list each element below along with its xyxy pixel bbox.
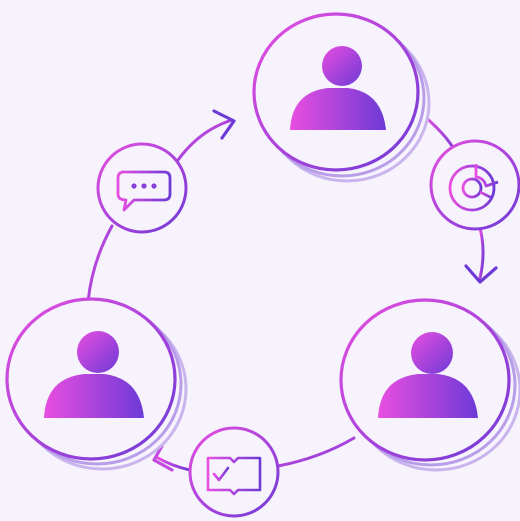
open-book-checklist-icon <box>206 456 262 496</box>
path-pie-to-right <box>478 226 485 280</box>
book-node <box>188 426 280 518</box>
user-icon <box>378 332 478 418</box>
path-left-to-chat <box>86 224 114 304</box>
pie-node <box>429 139 520 231</box>
chat-node <box>96 142 188 234</box>
arrow-to-top-person <box>212 109 236 140</box>
path-right-to-book <box>276 436 356 468</box>
path-chat-to-top <box>176 118 234 162</box>
chat-bubble-icon <box>116 170 172 212</box>
user-icon <box>290 46 386 130</box>
person-top <box>252 12 431 183</box>
path-book-to-left <box>156 456 192 472</box>
person-left <box>5 297 188 471</box>
person-right <box>339 298 520 472</box>
arrowheads <box>152 109 498 472</box>
pie-chart-icon <box>448 164 499 212</box>
user-icon <box>44 331 144 418</box>
arrow-to-right-person <box>464 264 498 284</box>
arrow-to-left-person <box>152 444 174 472</box>
